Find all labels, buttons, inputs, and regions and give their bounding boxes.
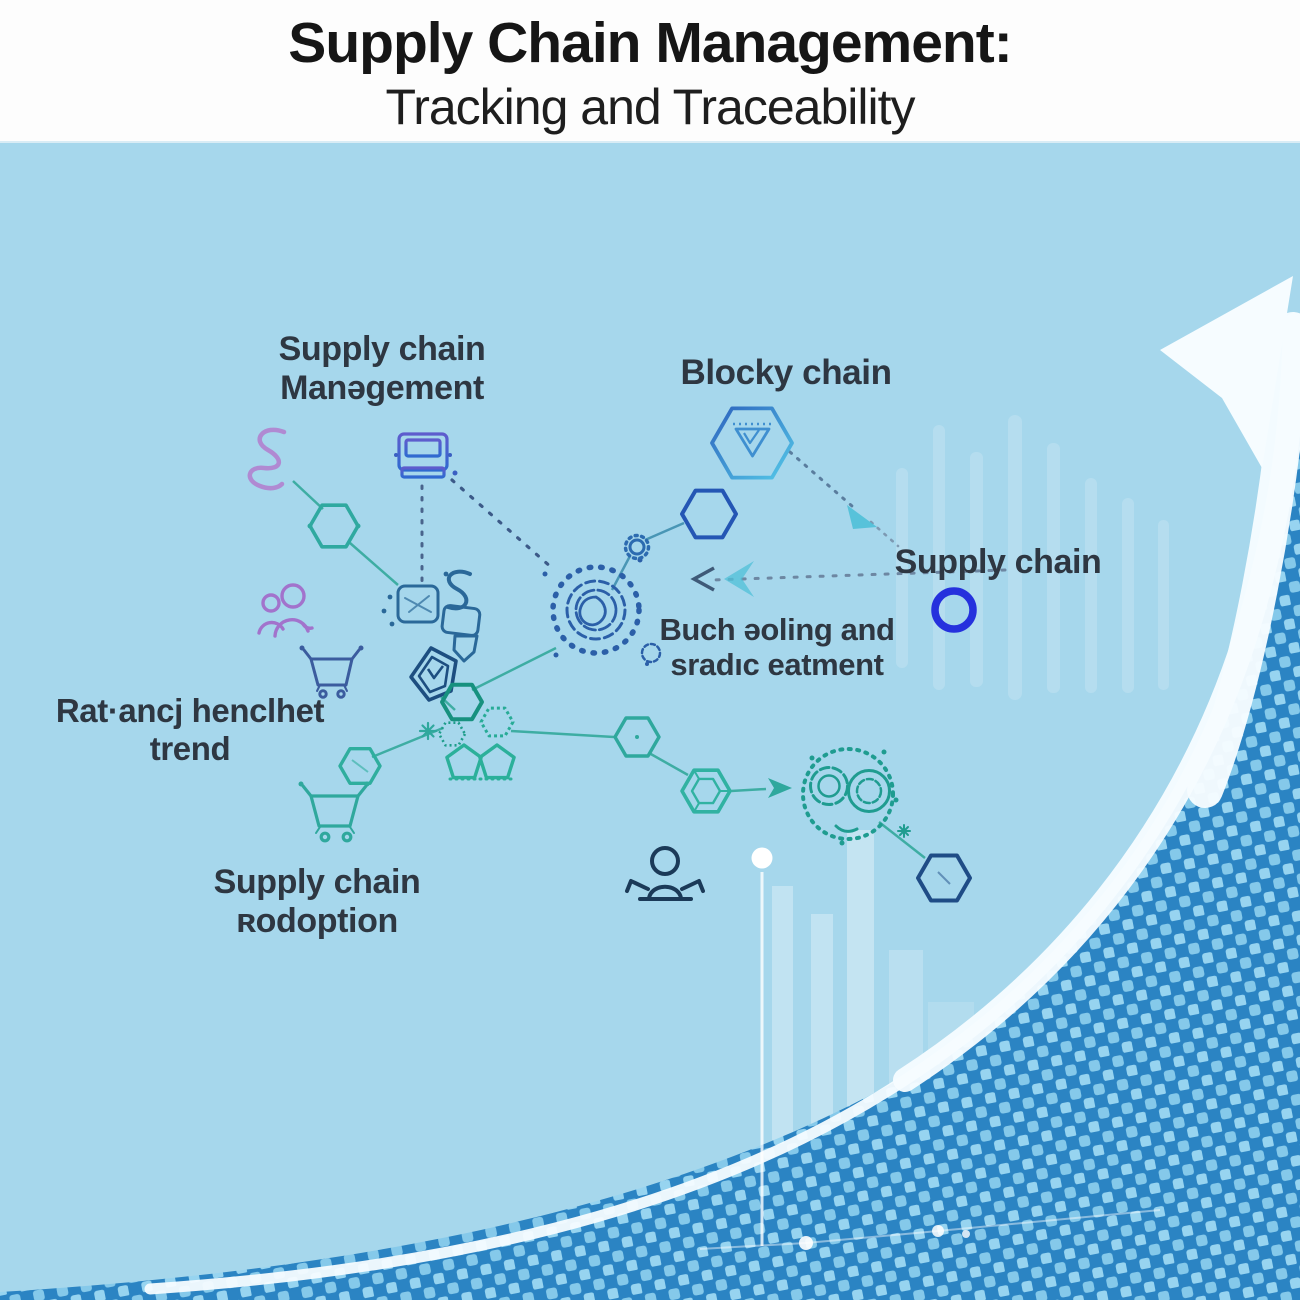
blue-hexagon-icon [680,488,738,540]
small-teal-hexagon-icon [338,747,382,785]
cube-hexagon-icon [680,768,732,814]
dark-arrow-left-icon [690,566,715,592]
label-blocky-chain: Blocky chain [680,353,892,392]
white-marker-line [699,847,1161,1250]
package-boxes-icon [381,569,482,663]
label-buch-eoling: Buch əoling and sradıc eatment [659,612,895,683]
shield-icon [409,646,458,702]
dashed-connectors [420,450,1007,588]
right-teal-hexagon-icon [613,716,661,758]
label-supply-chain: Supply chain [894,543,1102,581]
s-squiggle-icon [247,427,287,491]
marker-dot [751,847,773,869]
dark-hexagon-icon [916,853,972,903]
faint-candle-streaks [896,415,1169,700]
dotted-gear-icon [542,557,662,666]
circles-cluster-icon [801,747,899,846]
people-pair-icon [257,583,314,638]
header: Supply Chain Management: Tracking and Tr… [0,0,1300,143]
small-gear-icon [623,533,651,561]
label-rat-trend: Rat·ancj henclhet trend [55,692,325,767]
label-supply-chain-adoption: Supply chain ʀodoption [213,863,421,940]
sparkle-icons [418,721,911,838]
group-cluster-icon [437,682,516,781]
cart-blue-icon [299,645,364,699]
teal-arrow-right-icon [768,778,792,798]
blue-ring-icon [931,587,977,633]
teal-arrow-down-icon [847,505,877,529]
solid-connectors [292,480,926,859]
hexagon-v-icon [710,406,794,480]
halftone-region [0,330,1300,1300]
arrowheads [690,505,877,798]
label-supply-chain-management: Supply chain Manəgement [278,330,486,407]
truck-icon [394,432,458,483]
growth-arrow-icon [144,276,1300,1295]
page-title: Supply Chain Management: [288,11,1012,75]
person-icon [625,846,705,901]
page-subtitle: Tracking and Traceability [385,79,916,135]
teal-arrow-left-icon [724,561,754,597]
teal-hexagon-icon [307,503,361,549]
